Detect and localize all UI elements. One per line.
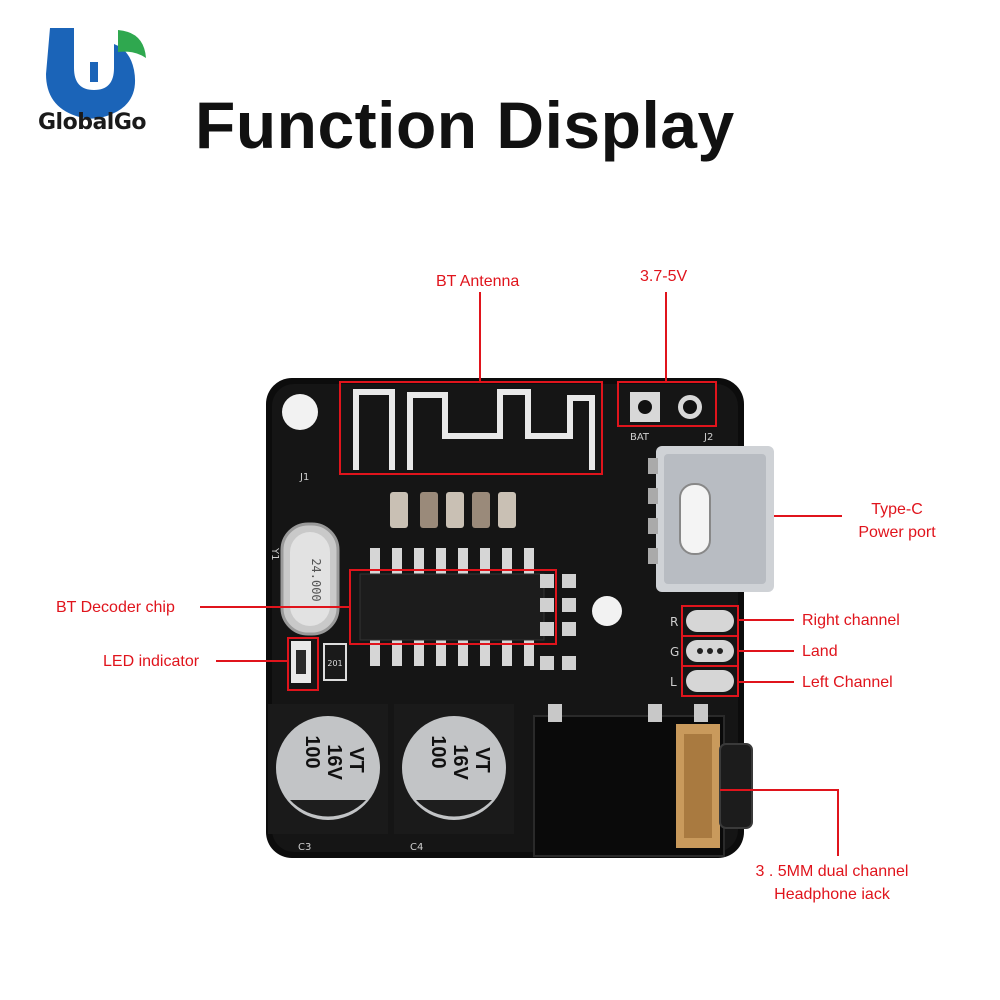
cap-c4-voltage: 16V	[449, 744, 471, 780]
globalgo-logo	[46, 28, 146, 119]
type-c-port	[648, 446, 774, 592]
capacitor-c4: 100 16V VT	[394, 704, 514, 834]
decoder-chip	[359, 548, 545, 666]
label-type-c: Type-C Power port	[842, 498, 952, 544]
callout-leaders	[200, 292, 842, 856]
power-ref: J2	[703, 432, 713, 443]
resistor	[323, 643, 347, 681]
cap-c3-value: 100	[301, 735, 323, 768]
page-title: Function Display	[195, 88, 735, 162]
brand-name: GlobalGo	[37, 110, 147, 135]
label-left-channel: Left Channel	[802, 674, 893, 691]
cap-c3-ref: C3	[298, 842, 311, 853]
bt-antenna-trace	[353, 389, 595, 470]
logo-inner-mark	[90, 62, 98, 82]
label-voltage: 3.7-5V	[640, 268, 688, 285]
cap-c3-voltage: 16V	[323, 744, 345, 780]
label-land: Land	[802, 643, 838, 660]
antenna-ref: J1	[299, 472, 309, 483]
label-headphone-jack: 3 . 5MM dual channel Headphone iack	[730, 860, 934, 906]
mount-hole-top	[282, 394, 318, 430]
callout-boxes	[287, 381, 739, 697]
cap-c3-series: VT	[345, 747, 367, 773]
label-bt-antenna: BT Antenna	[436, 273, 520, 290]
capacitor-c3: 100 16V VT	[268, 704, 388, 834]
cap-c4-series: VT	[471, 747, 493, 773]
smd-components-row	[390, 492, 516, 528]
resistor-value: 201	[327, 659, 342, 668]
logo-outer-shape	[46, 28, 136, 119]
chip-side-pads	[540, 574, 576, 670]
cap-c4-ref: C4	[410, 842, 423, 853]
audio-out-pads	[686, 610, 734, 692]
label-jack-line1: 3 . 5MM dual channel	[755, 863, 909, 880]
cap-c4-value: 100	[427, 735, 449, 768]
label-right-channel: Right channel	[802, 612, 900, 629]
label-bt-decoder: BT Decoder chip	[56, 599, 175, 616]
crystal-freq: 24.000	[309, 558, 323, 601]
battery-ref: BAT	[630, 432, 650, 443]
pin-l-label: L	[670, 675, 677, 689]
logo-green-leaf	[118, 30, 146, 58]
pin-r-label: R	[670, 615, 678, 629]
pin-g-label: G	[670, 645, 679, 659]
label-led: LED indicator	[103, 653, 200, 670]
label-type-c-line1: Type-C	[871, 501, 923, 518]
label-jack-line2: Headphone iack	[774, 886, 890, 904]
crystal-oscillator: 24.000	[280, 522, 340, 636]
mount-hole-mid	[592, 596, 622, 626]
label-type-c-line2: Power port	[858, 524, 936, 542]
headphone-jack	[533, 704, 753, 857]
crystal-ref: Y1	[269, 547, 280, 560]
